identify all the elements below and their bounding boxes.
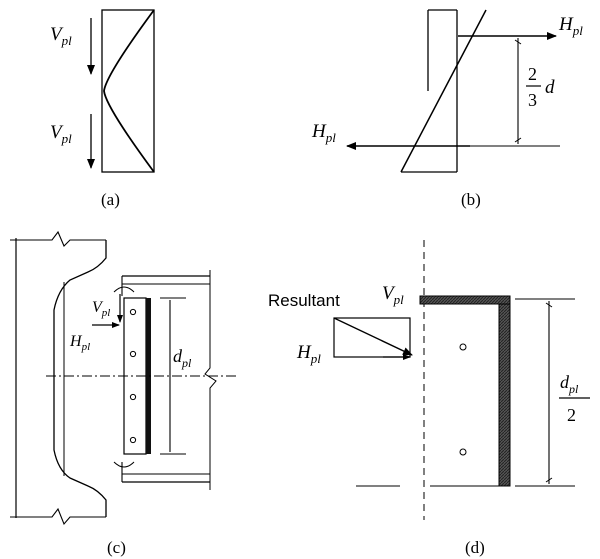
panel-c-column-bottom-break	[10, 507, 106, 526]
panel-c-connection-detail: Vpl Hpl dpl (c)	[10, 230, 236, 557]
panel-b-fraction-variable: d	[545, 77, 555, 98]
panel-b-dim-tick-top	[514, 39, 522, 45]
panel-b-dim-tick-bottom	[514, 137, 522, 143]
panel-a-caption: (a)	[101, 190, 120, 209]
panel-b-fraction-denominator: 3	[528, 90, 537, 110]
panel-c-beam-break-line	[204, 270, 217, 490]
panel-d-web-edge	[498, 303, 511, 487]
panel-d-hpl-label: Hpl	[296, 342, 321, 366]
panel-d-bolt-1	[459, 343, 467, 351]
panel-a-vpl-top-label: Vpl	[50, 24, 72, 48]
panel-a-shear-diagram: Vpl Vpl (a)	[50, 9, 155, 209]
panel-c-cope-arc-bottom	[113, 461, 135, 468]
panel-a-vpl-bottom-label: Vpl	[50, 122, 72, 146]
panel-b-moment-diagram: Hpl Hpl 2 3 d (b)	[311, 9, 583, 209]
panel-c-vpl-label: Vpl	[92, 299, 110, 319]
panel-c-bolt-1	[129, 308, 137, 316]
panel-b-hpl-right-label: Hpl	[558, 14, 583, 38]
panel-c-column-top-break	[10, 230, 106, 247]
panel-d-dim-tick-top	[545, 302, 553, 308]
panel-d-fraction-denominator: 2	[567, 405, 576, 425]
panel-d-dpl-numerator: dpl	[560, 372, 579, 396]
panel-c-column-flange-profile	[53, 240, 107, 517]
panel-c-cope-arc-top	[113, 286, 135, 293]
panel-d-bolt-2	[459, 448, 467, 456]
panel-d-force-rectangle	[333, 317, 411, 358]
panel-a-web-outline	[101, 9, 155, 173]
panel-d-vpl-label: Vpl	[382, 283, 404, 307]
panel-d-caption: (d)	[465, 538, 485, 557]
panel-c-hpl-label: Hpl	[69, 333, 90, 353]
panel-d-top-flange	[419, 295, 511, 305]
panel-d-resultant-arrow	[333, 317, 413, 356]
panel-c-caption: (c)	[107, 538, 126, 557]
panel-b-hpl-left-label: Hpl	[311, 121, 336, 145]
panel-d-resultant-label: Resultant	[268, 291, 340, 310]
panel-a-parabola-curve	[103, 9, 155, 173]
panel-b-fraction-numerator: 2	[528, 64, 537, 84]
panel-c-bolt-4	[129, 436, 137, 444]
panel-c-shear-tab-weld	[146, 298, 151, 454]
panel-d-dim-tick-bottom	[545, 477, 553, 483]
panel-b-caption: (b)	[461, 190, 481, 209]
panel-c-bolt-2	[129, 350, 137, 358]
panel-d-plate-forces: Resultant Vpl Hpl dpl 2 (d)	[268, 240, 590, 557]
panel-b-diagonal	[400, 9, 487, 173]
panel-c-dpl-label: dpl	[173, 346, 192, 370]
panel-c-bolt-3	[129, 393, 137, 401]
